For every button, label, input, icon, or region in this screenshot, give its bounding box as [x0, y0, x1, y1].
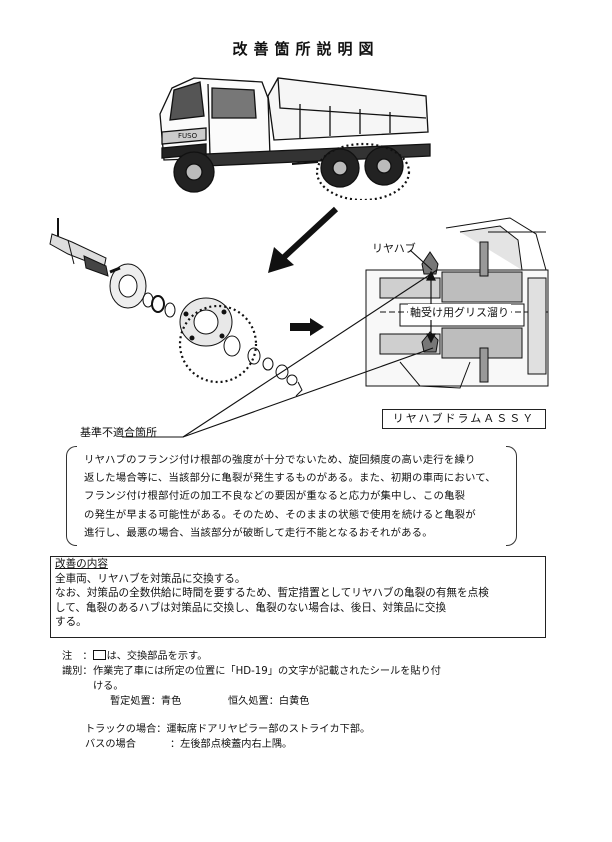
improvement-line: する。: [55, 616, 87, 628]
provisional-color: 暫定処置：青色: [110, 696, 182, 707]
improvement-line: 全車両、リヤハブを対策品に交換する。: [55, 572, 246, 585]
note-label: 注 ：: [62, 651, 93, 662]
dump-truck-illustration: FUSO: [159, 77, 431, 200]
defect-description: リヤハブのフランジ付け根部の強度が十分でないため、旋回頻度の高い走行を繰り 返し…: [84, 451, 512, 542]
truck-brand-text: FUSO: [178, 132, 198, 140]
improvement-line: して、亀裂のあるハブは対策品に交換し、亀裂のない場合は、後日、対策品に交換: [55, 601, 447, 614]
page-title: 改善箇所説明図: [232, 40, 380, 58]
identification-text-1: 作業完了車には所定の位置に「HD-19」の文字が記載されたシールを貼り付: [93, 666, 441, 677]
exploded-hub-diagram: [49, 218, 303, 397]
replacement-part-square-icon: [92, 650, 106, 660]
pointer-arrow-icon: [268, 206, 339, 273]
hub-cross-section-diagram: [365, 217, 549, 389]
label-rear-hub: リヤハブ: [372, 242, 416, 255]
right-arrow-icon: [290, 318, 324, 336]
truck-location: トラックの場合：運転席ドアリヤピラー部のストライカ下部。: [85, 724, 371, 735]
note-text: は、交換部品を示す。: [106, 651, 208, 662]
permanent-color: 恒久処置：白黄色: [228, 696, 310, 707]
improvement-heading: 改善の内容: [55, 558, 108, 570]
bus-location-label: バスの場合: [85, 739, 136, 750]
identification-text-2: ける。: [93, 681, 124, 692]
description-line: フランジ付け根部付近の加工不良などの要因が重なると応力が集中し、この亀裂: [84, 490, 466, 503]
description-bracket-left: [66, 446, 77, 546]
label-rear-hub-drum-assy: リヤハブドラムＡＳＳＹ: [382, 409, 546, 429]
description-line: の発生が早まる可能性がある。そのため、そのままの状態で使用を続けると亀裂が: [84, 508, 476, 521]
description-line: リヤハブのフランジ付け根部の強度が十分でないため、旋回頻度の高い走行を繰り: [84, 454, 476, 466]
improvement-box: 改善の内容 全車両、リヤハブを対策品に交換する。 なお、対策品の全数供給に時間を…: [50, 556, 546, 638]
bus-location-text: ：左後部点検蓋内右上隅。: [170, 739, 293, 750]
improvement-line: なお、対策品の全数供給に時間を要するため、暫定措置としてリヤハブの亀裂の有無を点…: [55, 587, 489, 599]
label-nonconforming-location: 基準不適合箇所: [80, 426, 157, 439]
description-line: 進行し、最悪の場合、当該部分が破断して走行不能となるおそれがある。: [84, 526, 433, 539]
note-row: 注 ： は、交換部品を示す。: [62, 649, 207, 664]
description-line: 返した場合等に、当該部分に亀裂が発生するものがある。また、初期の車両において、: [84, 472, 496, 485]
identification-label: 識別：: [62, 666, 93, 677]
label-grease-reservoir: 軸受け用グリス溜り: [408, 304, 511, 320]
